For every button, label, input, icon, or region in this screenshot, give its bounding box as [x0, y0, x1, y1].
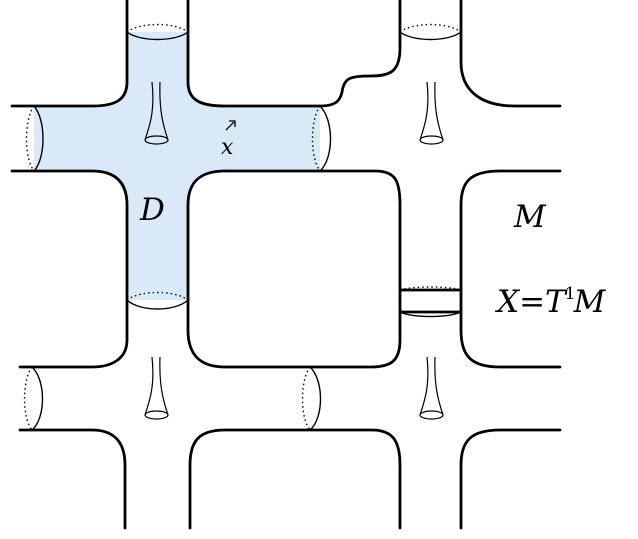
surface-label: M [514, 199, 546, 235]
disk-region-D [34, 32, 320, 300]
neck-left-front [33, 105, 44, 172]
hole-boundary-center [186, 169, 402, 369]
tube-edge-lower-b [188, 428, 402, 530]
fiber-cone-2 [419, 81, 444, 145]
bundle-label-lhs: X=T [497, 284, 566, 320]
tube-edge-lower-a [18, 428, 127, 530]
neck-bottom-back [126, 291, 189, 301]
neck-top-left-back [126, 23, 189, 33]
tube-edge-top-left-b [186, 0, 402, 108]
neck-mid-right-front [399, 311, 462, 318]
bundle-label-rhs: M [573, 284, 606, 320]
hole-boundary-right [459, 169, 562, 369]
neck-left-back [25, 105, 35, 172]
disk-label: D [140, 192, 165, 228]
tube-edge-lower-c [459, 428, 562, 530]
tube-edge-top-right-a [459, 0, 562, 108]
neck-top-right-back [399, 23, 462, 33]
tube-edge-top-left-d [186, 169, 322, 302]
fiber-cone-1 [144, 81, 169, 145]
neck-lower-mid-front [309, 366, 322, 431]
neck-top-right-front [399, 31, 462, 41]
tube-edge-top-left-a [10, 0, 129, 108]
neck-lower-left-front [31, 366, 44, 431]
neck-right-back [311, 105, 321, 172]
bundle-label: X=T1M [497, 284, 606, 320]
neck-lower-mid-back [301, 366, 311, 431]
bundle-label-sup: 1 [564, 284, 576, 304]
fiber-cone-4 [419, 356, 444, 420]
hole-boundary-left [18, 298, 129, 369]
neck-lower-left-back [23, 366, 33, 431]
neck-bottom-front [126, 299, 189, 310]
point-label: x [221, 135, 234, 160]
fiber-cone-3 [144, 356, 169, 420]
neck-top-left-front [126, 31, 189, 41]
tube-edge-top-left-c [10, 169, 129, 302]
neck-right-front [319, 105, 332, 172]
small-arrow-up-right-icon [225, 120, 236, 131]
